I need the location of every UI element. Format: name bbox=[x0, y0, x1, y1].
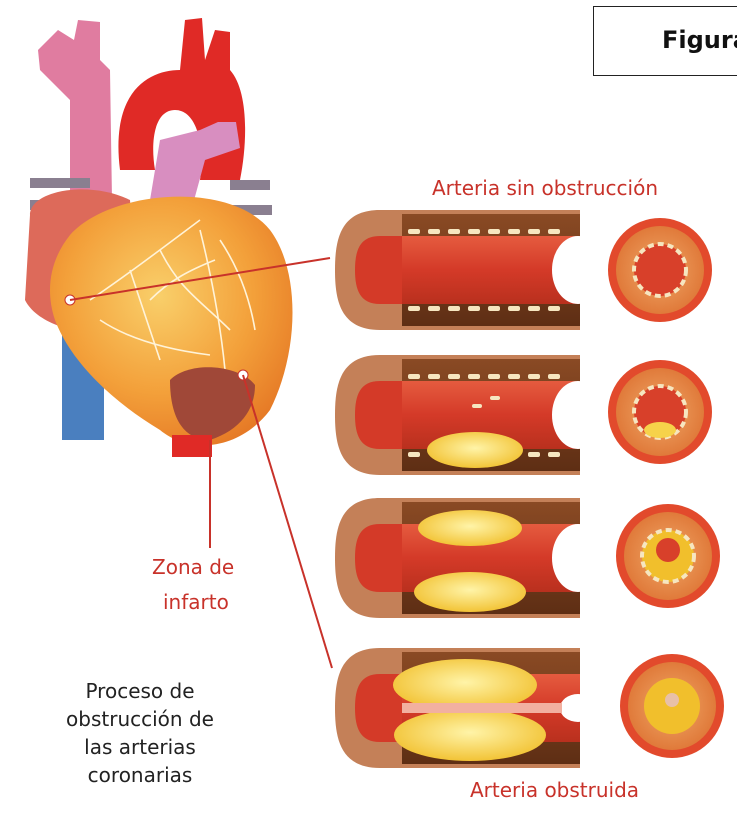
caption-block: Proceso de obstrucción de las arterias c… bbox=[40, 677, 240, 789]
artery-section-3 bbox=[335, 498, 604, 618]
artery-blocked-label: Arteria obstruida bbox=[470, 778, 639, 802]
infarct-label-line2: infarto bbox=[163, 590, 229, 614]
artery-section-4 bbox=[335, 648, 596, 768]
artery-clear-label: Arteria sin obstrucción bbox=[432, 176, 658, 200]
caption-line-2: obstrucción de bbox=[40, 705, 240, 733]
bottom-vessel bbox=[172, 435, 212, 457]
vena-cava-pink bbox=[38, 20, 112, 200]
figure-title: Figura bbox=[662, 26, 737, 54]
side-vessel-left bbox=[30, 178, 90, 188]
leader-line-blocked bbox=[243, 375, 332, 668]
caption-line-4: coronarias bbox=[40, 761, 240, 789]
caption-line-3: las arterias bbox=[40, 733, 240, 761]
cross-section-1 bbox=[608, 218, 712, 322]
artery-section-1 bbox=[335, 210, 604, 330]
infarct-label-line1: Zona de bbox=[152, 555, 234, 579]
heart-illustration bbox=[25, 18, 293, 457]
cross-section-2 bbox=[608, 360, 712, 464]
cross-section-3 bbox=[616, 504, 720, 608]
cross-section-4 bbox=[620, 654, 724, 758]
side-vessel-right bbox=[230, 180, 270, 190]
caption-line-1: Proceso de bbox=[40, 677, 240, 705]
artery-section-2 bbox=[335, 355, 604, 475]
